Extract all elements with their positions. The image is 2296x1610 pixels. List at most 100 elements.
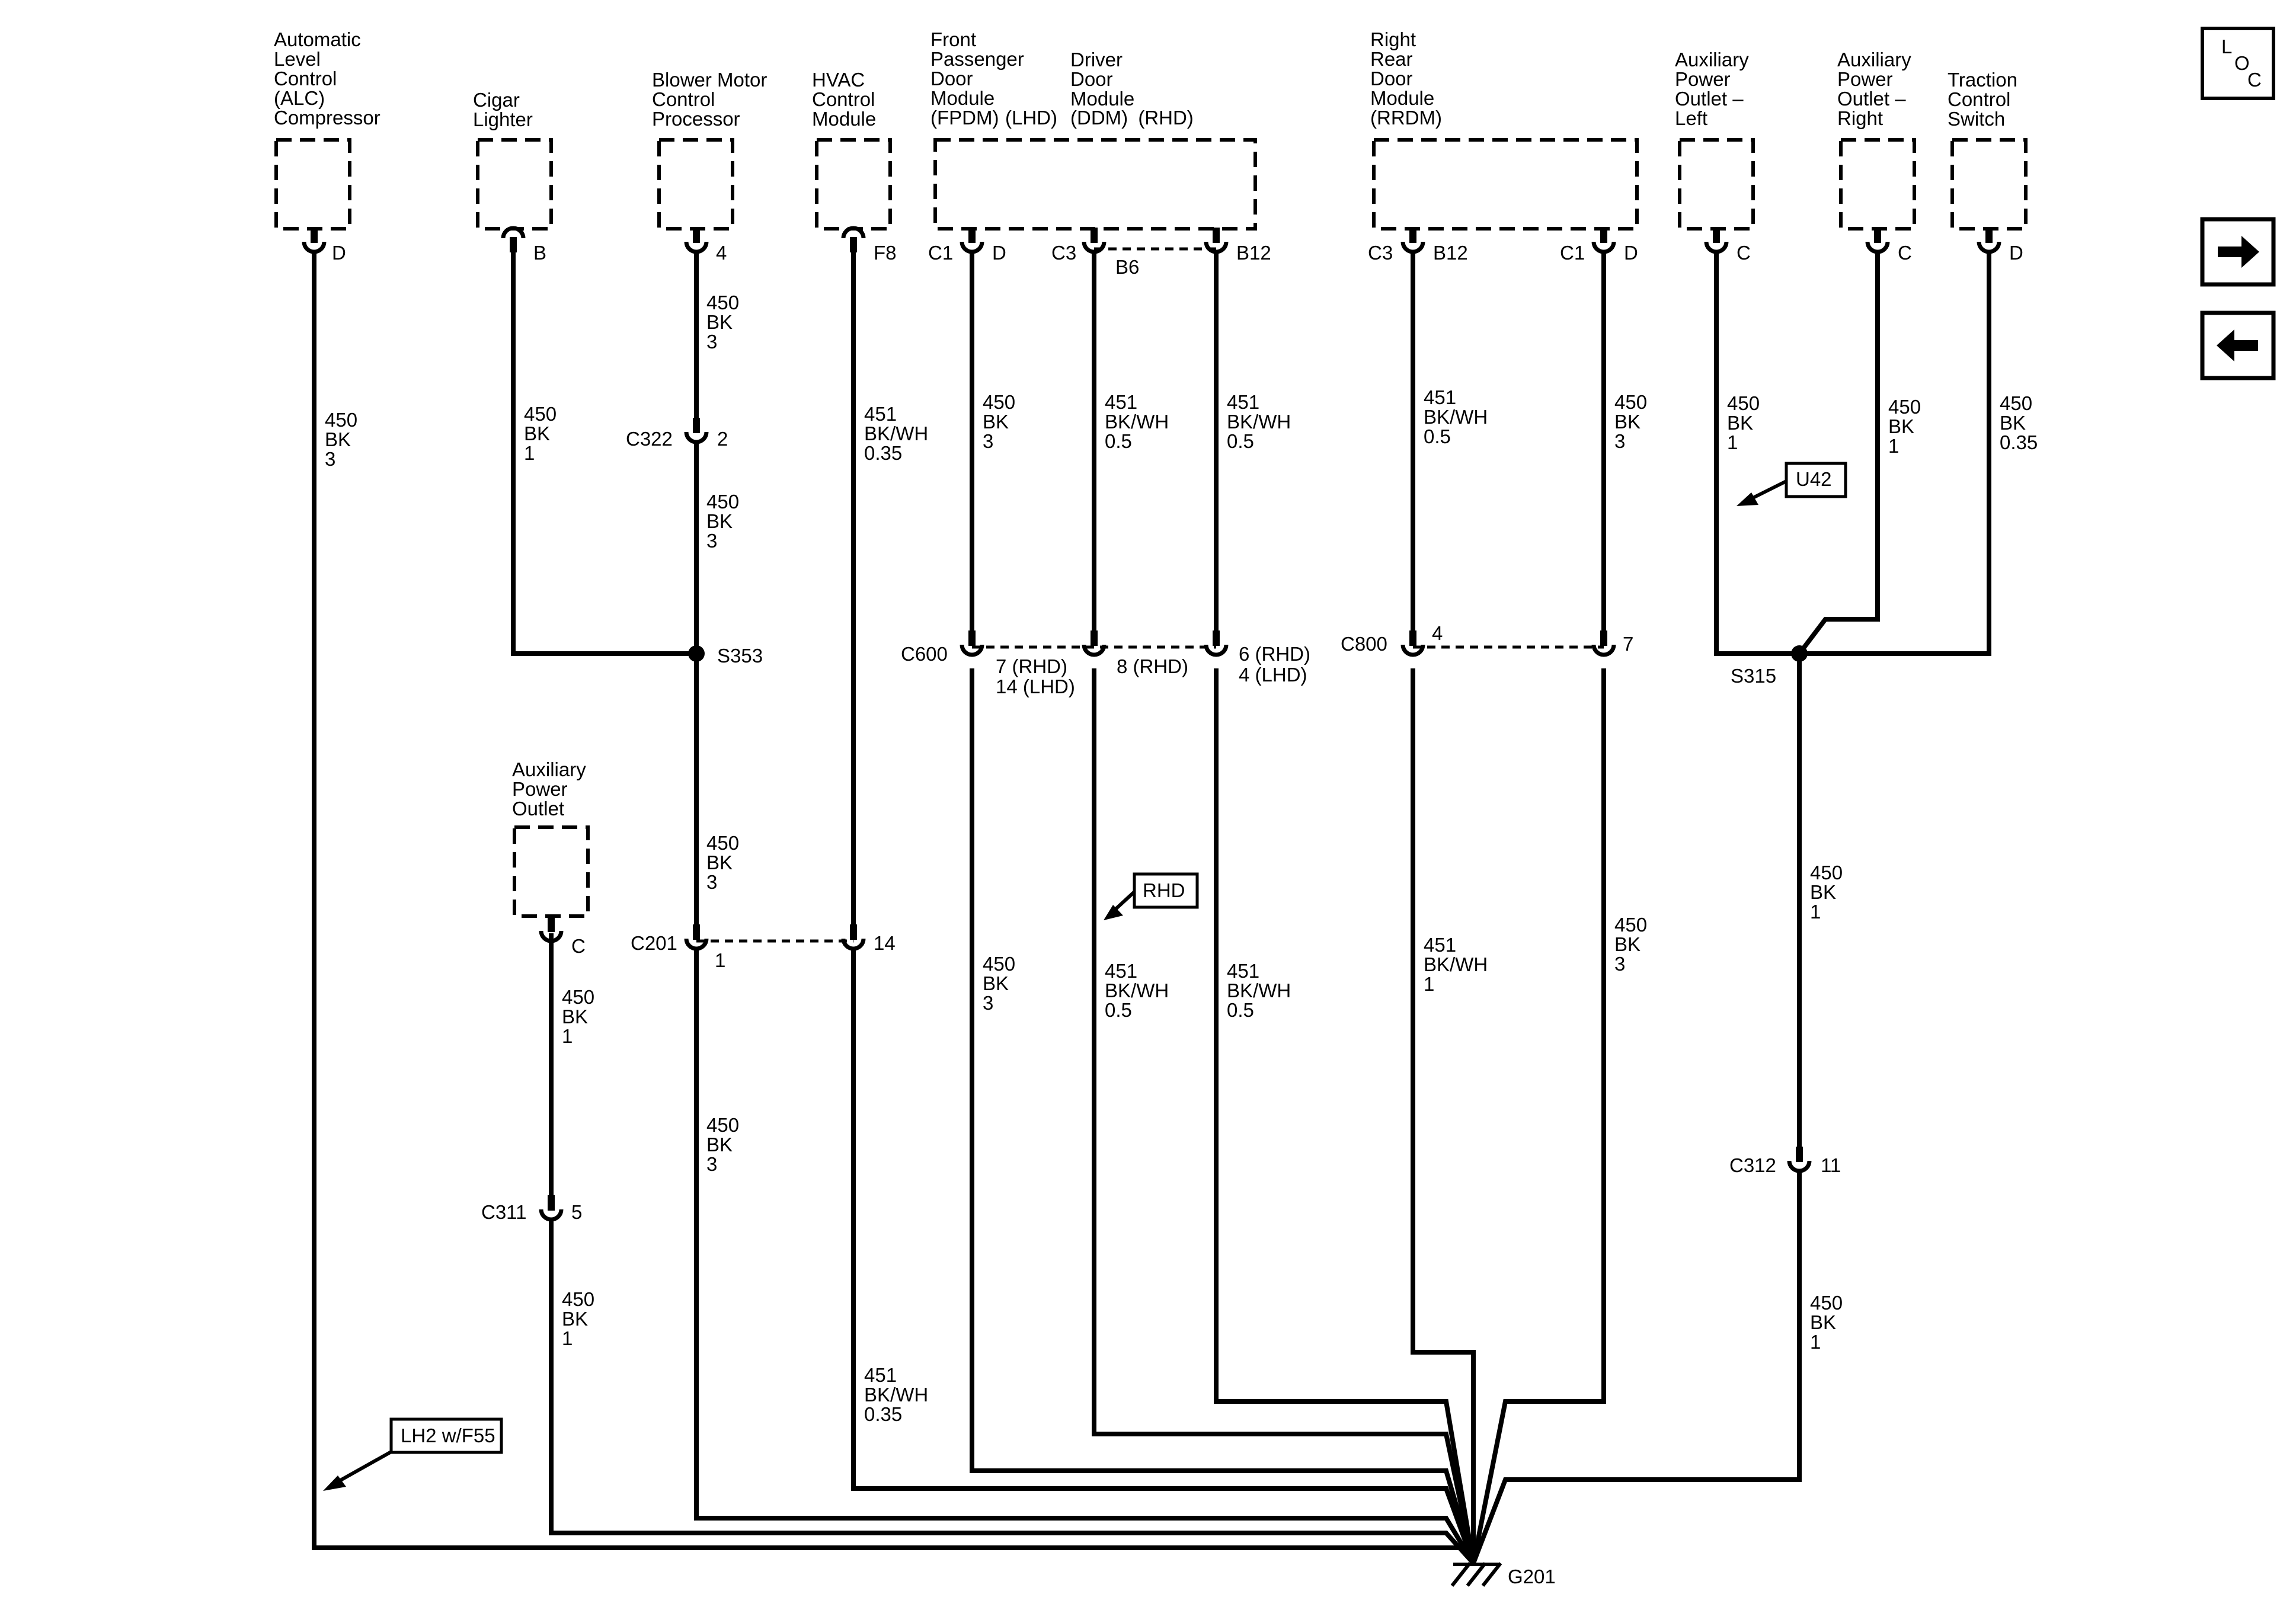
pin-hvac-f8: F8: [874, 242, 897, 264]
terminal-c800-4: [1400, 630, 1425, 657]
cigar-lighter-box: [476, 138, 553, 231]
pin-cigar-b: B: [533, 242, 546, 264]
callout-rhd[interactable]: RHD: [1104, 872, 1199, 920]
connector-c312-name: C312: [1729, 1154, 1776, 1176]
apo-left-box: [1678, 138, 1755, 231]
fpdm-label: Front Passenger Door Module (FPDM): [930, 28, 1029, 129]
connector-c600-name: C600: [901, 643, 948, 665]
callout-u42[interactable]: U42: [1737, 462, 1847, 506]
pin-ddm-b6: B6: [1115, 256, 1139, 278]
apo-left-label: Auxiliary Power Outlet – Left: [1675, 49, 1754, 129]
terminal-c800-7: [1591, 630, 1616, 657]
terminal-c312: [1787, 1147, 1812, 1173]
splice-s315-label: S315: [1731, 665, 1776, 687]
blower-motor-label: Blower Motor Control Processor: [652, 69, 773, 130]
pin-rrdm-d: D: [1624, 242, 1638, 264]
terminal-apo-right: [1865, 228, 1890, 254]
rrdm-label: Right Rear Door Module (RRDM): [1370, 28, 1442, 129]
door-modules-box: [933, 138, 1257, 231]
terminal-apo: [539, 917, 564, 943]
wire-hvac-bottom: [851, 948, 1476, 1564]
pin-rrdm-c1: C1: [1560, 242, 1585, 264]
connector-c800-pin-7: 7: [1623, 633, 1633, 655]
alc-compressor-label: Automatic Level Control (ALC) Compressor: [274, 28, 380, 129]
wire-apo-bottom: [549, 1219, 1475, 1565]
connector-c311-name: C311: [481, 1201, 526, 1223]
ddm-label-line2: (DDM) (RHD): [1070, 107, 1194, 129]
connector-c800-pin-4: 4: [1432, 622, 1443, 644]
callout-u42-label: U42: [1796, 468, 1832, 490]
pin-rrdm-c3: C3: [1368, 242, 1393, 264]
wire-blower-bottom: [694, 948, 1476, 1565]
wire-traction: [1799, 252, 1991, 656]
arrow-left-icon: [2217, 329, 2258, 361]
pin-blower-4: 4: [716, 242, 727, 264]
next-page-button[interactable]: →: [2200, 217, 2276, 287]
connector-c322-name: C322: [626, 428, 673, 450]
wire-alc: [312, 252, 1473, 1550]
connector-c201-name: C201: [631, 932, 677, 954]
pin-ddm-b12: B12: [1236, 242, 1271, 264]
connector-terminals: [302, 226, 2001, 1222]
terminal-fpdm: [960, 228, 984, 254]
terminal-cigar: [501, 226, 526, 252]
connector-c600-pin-c: 6 (RHD): [1239, 643, 1310, 665]
callout-rhd-label: RHD: [1143, 879, 1185, 901]
connector-c201-pin-1: 1: [715, 949, 725, 971]
ddm-label: Driver Door Module: [1070, 49, 1134, 110]
terminal-ddm-b12: [1204, 228, 1229, 254]
apo-label: Auxiliary Power Outlet: [512, 758, 591, 820]
arrow-right-icon: [2218, 236, 2259, 268]
terminal-c322: [684, 418, 709, 444]
traction-switch-label: Traction Control Switch: [1948, 69, 2023, 130]
ground-g201-label: G201: [1508, 1566, 1556, 1587]
terminal-blower: [684, 228, 709, 254]
connector-c322-pin: 2: [717, 428, 728, 450]
splice-s315-dot: [1791, 645, 1808, 662]
fpdm-lhd-label: (LHD): [1005, 107, 1057, 129]
callout-lh2-f55[interactable]: LH2 w/F55: [323, 1417, 503, 1491]
connector-c600-pin-b: 8 (RHD): [1117, 655, 1188, 677]
blower-motor-box: [657, 138, 734, 231]
terminal-hvac: [841, 226, 866, 252]
pin-ddm-c3: C3: [1051, 242, 1076, 264]
wiring: [312, 244, 1991, 1565]
loc-button[interactable]: L O C: [2201, 27, 2275, 100]
ground-g201-symbol: [1450, 1562, 1502, 1587]
terminal-apo-left: [1704, 228, 1729, 254]
terminal-rrdm-b12: [1400, 228, 1425, 254]
wire-c312-down: [1471, 1171, 1802, 1564]
splice-s353-label: S353: [717, 645, 763, 667]
alc-compressor-box: [274, 138, 351, 231]
terminal-c600-b: [1082, 630, 1107, 657]
prev-page-button[interactable]: ←: [2200, 311, 2276, 380]
connector-c312-pin: 11: [1821, 1154, 1841, 1176]
wire-ddm-b12-bottom: [1214, 668, 1476, 1564]
connector-c600-pin-a2: 14 (LHD): [996, 676, 1075, 697]
apo-right-box: [1839, 138, 1916, 231]
hvac-module-label: HVAC Control Module: [812, 69, 881, 130]
apo-right-label: Auxiliary Power Outlet – Right: [1837, 49, 1917, 129]
callout-lh2-f55-label: LH2 w/F55: [401, 1425, 495, 1446]
